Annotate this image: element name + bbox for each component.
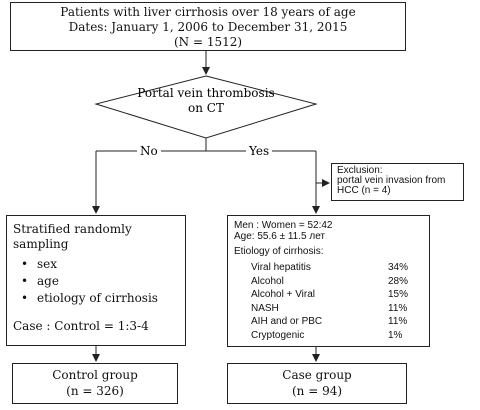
sex-ratio: Men : Women = 52:42 [234,220,333,231]
etiology-row: Alcohol 28% [234,275,423,289]
case-group-count: (n = 94) [291,384,343,398]
exclusion-reason: portal vein invasion from [337,175,446,186]
branch-no-label: No [137,144,161,158]
population-box: Patients with liver cirrhosis over 18 ye… [10,2,406,51]
etiology-name: Cryptogenic [251,329,305,341]
etiology-name: NASH [251,302,279,314]
etiology-list: Viral hepatitis 34% Alcohol 28% Alcohol … [234,261,423,342]
criteria-item: sex [21,256,179,273]
etiology-row: Alcohol + Viral 15% [234,288,423,302]
case-characteristics-box: Men : Women = 52:42 Age: 55.6 ± 11.5 лет… [227,215,430,347]
case-group-title: Case group [282,368,352,382]
population-dates: Dates: January 1, 2006 to December 31, 2… [68,20,348,34]
etiology-value: 11% [388,316,408,328]
exclusion-box: Exclusion: portal vein invasion from HCC… [331,163,464,201]
etiology-row: Cryptogenic 1% [234,329,423,343]
etiology-value: 34% [388,262,409,274]
etiology-name: AIH and or PBC [251,316,323,328]
exclusion-title: Exclusion: [337,165,383,176]
etiology-value: 1% [388,329,403,341]
etiology-row: Viral hepatitis 34% [234,261,423,275]
decision-label: Portal vein thrombosis on CT [108,86,304,116]
sampling-criteria-list: sex age etiology of cirrhosis [13,256,179,307]
etiology-value: 15% [388,289,409,301]
sampling-box: Stratified randomly sampling sex age eti… [6,215,186,346]
criteria-item: age [21,273,179,290]
control-group-box: Control group (n = 326) [12,363,178,404]
etiology-name: Alcohol [251,275,284,287]
population-title: Patients with liver cirrhosis over 18 ye… [60,5,356,19]
sampling-ratio: Case : Control = 1:3-4 [13,319,149,333]
etiology-name: Alcohol + Viral [251,289,316,301]
exclusion-count: HCC (n = 4) [337,185,391,196]
decision-line-2: on CT [188,101,224,115]
etiology-name: Viral hepatitis [251,262,311,274]
case-group-box: Case group (n = 94) [227,363,407,404]
sampling-title-2: sampling [13,237,69,251]
control-group-count: (n = 326) [66,384,124,398]
etiology-title: Etiology of cirrhosis: [234,246,324,257]
etiology-value: 28% [388,275,409,287]
population-count: (N = 1512) [173,35,243,49]
branch-yes-label: Yes [246,144,273,158]
age-line: Age: 55.6 ± 11.5 лет [234,231,326,242]
sampling-title-1: Stratified randomly [13,222,132,236]
etiology-row: AIH and or PBC 11% [234,315,423,329]
etiology-value: 11% [388,302,408,314]
decision-line-1: Portal vein thrombosis [137,86,275,100]
control-group-title: Control group [52,368,138,382]
etiology-row: NASH 11% [234,302,423,316]
criteria-item: etiology of cirrhosis [21,290,179,307]
